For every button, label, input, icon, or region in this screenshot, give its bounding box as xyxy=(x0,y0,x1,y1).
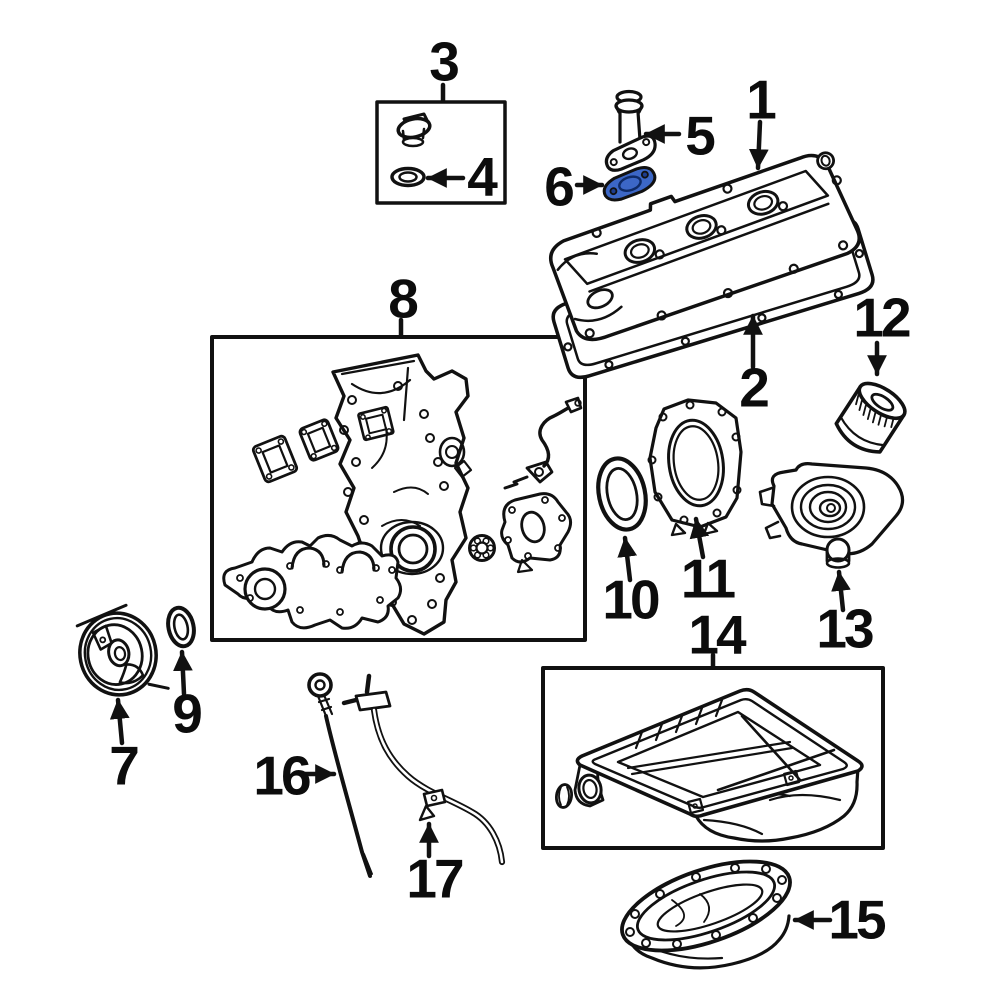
oil-dipstick-drawing xyxy=(307,672,373,878)
part-label-16: 16 xyxy=(253,744,311,807)
oil-filler-tube-drawing xyxy=(604,89,657,172)
part-label-1: 1 xyxy=(746,68,777,131)
crank-pulley-seal-drawing xyxy=(166,605,196,649)
arrow-part-13 xyxy=(831,569,851,613)
callout-arrows xyxy=(109,82,887,930)
part-label-11: 11 xyxy=(680,547,736,610)
rear-main-seal-retainer-drawing xyxy=(647,398,743,537)
upper-oil-pan-drawing xyxy=(555,687,864,843)
oil-filter-drawing xyxy=(834,381,907,454)
valve-cover-drawing xyxy=(549,151,861,342)
part-label-14: 14 xyxy=(688,603,746,666)
part-label-2: 2 xyxy=(739,356,770,419)
arrow-part-1 xyxy=(748,119,769,171)
part-label-9: 9 xyxy=(172,682,203,745)
part-label-7: 7 xyxy=(109,734,140,797)
oil-filter-housing-drawing xyxy=(758,462,905,569)
part-label-12: 12 xyxy=(853,286,911,349)
part-label-4: 4 xyxy=(467,145,498,208)
crankshaft-pulley-drawing xyxy=(75,603,170,697)
arrow-part-10 xyxy=(617,535,638,583)
part-label-15: 15 xyxy=(828,888,886,951)
arrow-part-11 xyxy=(689,516,710,560)
lower-oil-pan-drawing xyxy=(620,859,792,970)
timing-cover-assembly-drawing xyxy=(222,353,583,636)
part-label-8: 8 xyxy=(388,267,419,330)
part-label-17: 17 xyxy=(406,847,464,910)
part-label-5: 5 xyxy=(685,104,716,167)
part-label-10: 10 xyxy=(602,568,660,631)
part-label-13: 13 xyxy=(816,597,874,660)
filler-tube-gasket-highlight-drawing xyxy=(602,166,657,202)
oil-filler-cap-drawing xyxy=(396,112,432,148)
crankshaft-front-seal-drawing xyxy=(596,456,648,532)
part-label-3: 3 xyxy=(429,30,460,93)
dipstick-tube-drawing xyxy=(341,673,506,866)
arrow-part-9 xyxy=(173,649,193,697)
part-label-6: 6 xyxy=(544,155,575,218)
arrow-part-7 xyxy=(109,697,130,746)
filler-cap-gasket-drawing xyxy=(390,166,426,188)
